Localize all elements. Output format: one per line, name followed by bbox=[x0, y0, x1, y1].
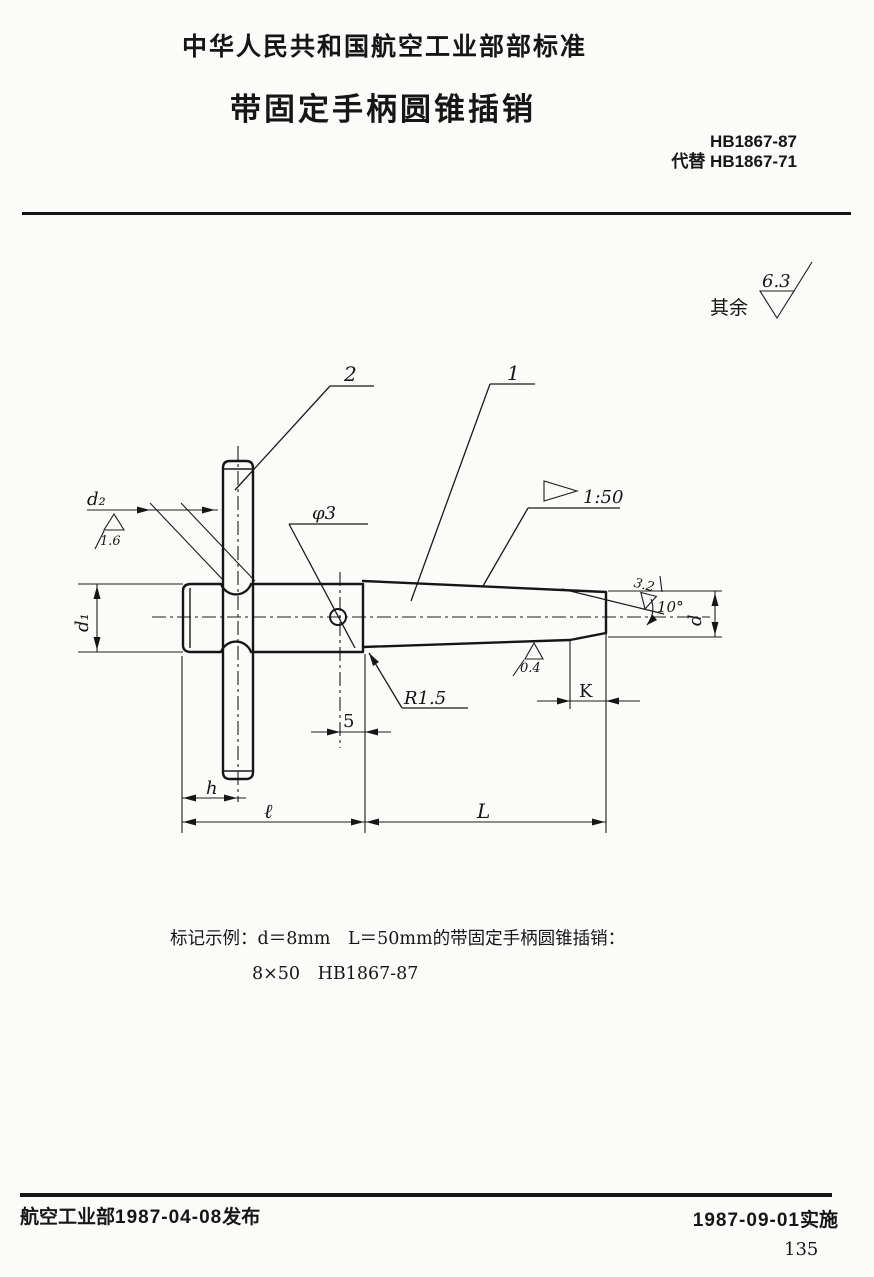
h-dimension-label: h bbox=[206, 778, 218, 799]
standard-org-line: 中华人民共和国航空工业部部标准 bbox=[182, 32, 588, 61]
marking-example-line2: 8×50 HB1867-87 bbox=[252, 964, 419, 984]
effective-word: 实施 bbox=[799, 1209, 838, 1231]
issue-date: 1987-04-08 bbox=[115, 1207, 223, 1228]
marking-example-text: d＝8mm L＝50mm的带固定手柄圆锥插销： bbox=[257, 929, 626, 949]
small-l-dimension-label: ℓ bbox=[264, 799, 273, 823]
leader-lines bbox=[234, 383, 620, 709]
taper-ratio: 1:50 bbox=[583, 487, 623, 508]
roughness-0-4-value: 0.4 bbox=[520, 661, 541, 676]
page-number: 135 bbox=[784, 1239, 819, 1260]
rest-surfaces-label: 其余 bbox=[710, 297, 748, 319]
effective-date: 1987-09-01 bbox=[692, 1210, 800, 1231]
pin-outline bbox=[181, 579, 608, 654]
handle-outline bbox=[221, 459, 255, 781]
page-title: 带固定手柄圆锥插销 bbox=[230, 92, 536, 128]
k-dimension-label: K bbox=[579, 681, 593, 702]
part-label-pin: 1 bbox=[507, 361, 520, 385]
dimension-arrows bbox=[93, 506, 719, 826]
head-diameter-label: d₁ bbox=[72, 613, 93, 632]
rest-surfaces-roughness: 6.3 bbox=[762, 271, 791, 292]
issuing-org: 航空工业部 bbox=[20, 1206, 116, 1228]
roughness-1-6-value: 1.6 bbox=[100, 534, 121, 549]
dimension-lines bbox=[78, 502, 722, 833]
hole-diameter: φ3 bbox=[312, 503, 336, 524]
part-label-handle: 2 bbox=[343, 362, 357, 386]
handle-diameter-label: d₂ bbox=[87, 489, 106, 510]
footer-issued: 航空工业部1987-04-08发布 bbox=[20, 1202, 260, 1229]
hole-offset-dimension: 5 bbox=[343, 711, 354, 732]
superseded-standard: 代替 HB1867-71 bbox=[671, 152, 797, 171]
standard-number: HB1867-87 bbox=[710, 132, 797, 151]
footer-divider bbox=[20, 1193, 832, 1197]
marking-example-label: 标记示例： bbox=[170, 929, 258, 949]
large-l-dimension-label: L bbox=[476, 799, 490, 823]
roughness-3-2-value: 3.2 bbox=[632, 576, 656, 596]
chamfer-angle: 10° bbox=[657, 598, 684, 616]
fillet-radius: R1.5 bbox=[403, 688, 446, 709]
marking-example-line1: 标记示例：d＝8mm L＝50mm的带固定手柄圆锥插销： bbox=[170, 925, 625, 950]
issue-word: 发布 bbox=[222, 1206, 261, 1228]
footer-effective: 1987-09-01实施 bbox=[693, 1205, 838, 1232]
centerlines bbox=[152, 446, 710, 802]
small-end-diameter-label: d bbox=[685, 614, 706, 626]
standard-number-block: HB1867-87 代替 HB1867-71 bbox=[671, 132, 797, 172]
header-divider bbox=[22, 212, 851, 215]
roughness-symbols: 3.2 bbox=[94, 261, 813, 677]
